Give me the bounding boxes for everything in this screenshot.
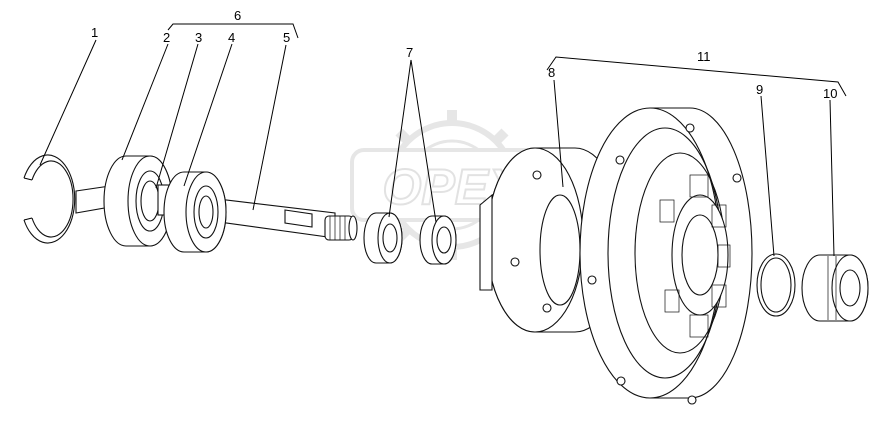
label-8: 8 [548,65,555,80]
leader-lines [39,39,835,257]
part-7-seal-a [363,212,403,264]
shaft-thread [324,215,358,241]
bracket-11 [546,56,847,97]
label-7: 7 [406,45,413,60]
label-3: 3 [195,30,202,45]
part-10-nut [801,254,869,322]
part-1-snap-ring [23,154,76,244]
label-11: 11 [697,49,711,64]
part-9-o-ring [756,253,796,317]
label-10: 10 [823,86,837,101]
part-7-seal-b [419,215,457,265]
label-1: 1 [91,25,98,40]
part-11-housing [579,107,753,405]
label-5: 5 [283,30,290,45]
label-4: 4 [228,30,235,45]
part-4-bearing [163,171,227,253]
label-9: 9 [756,82,763,97]
part-2-bearing [103,155,173,247]
label-2: 2 [163,30,170,45]
bracket-6 [167,23,299,39]
label-6: 6 [234,8,241,23]
